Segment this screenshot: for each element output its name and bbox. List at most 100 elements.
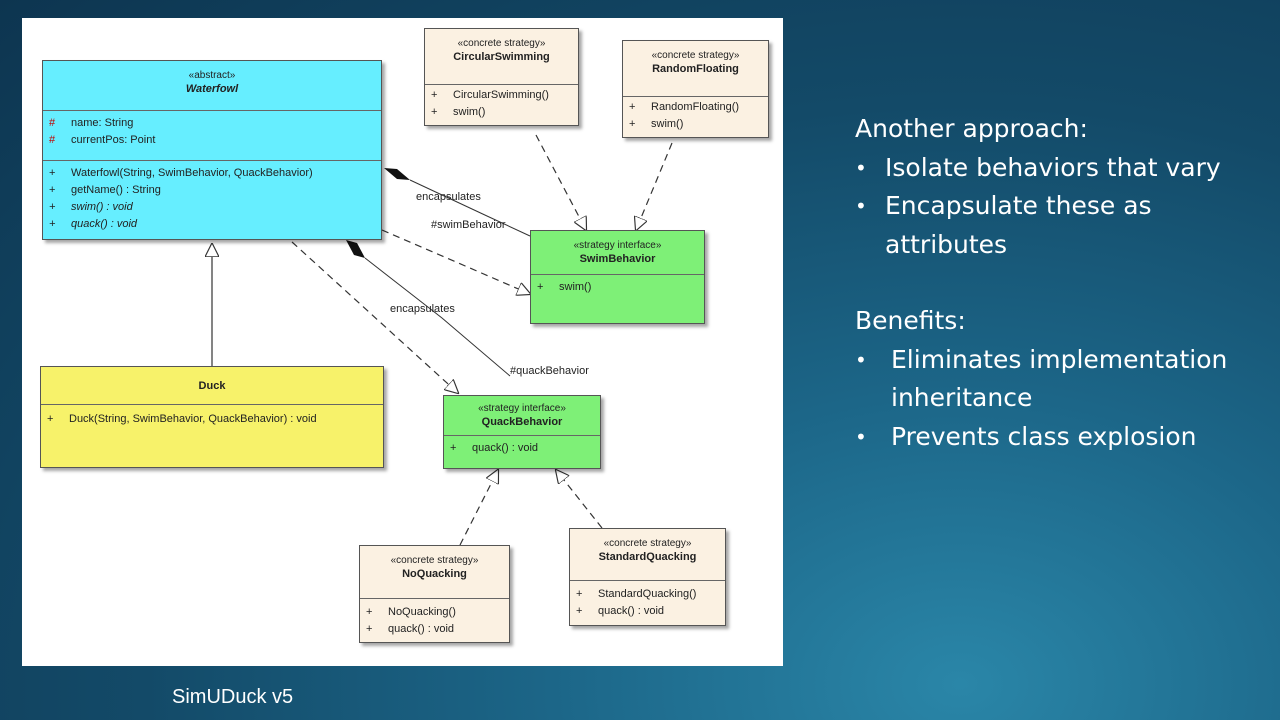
operation-text: StandardQuacking(): [598, 588, 697, 600]
operation-text: swim(): [651, 118, 684, 130]
visibility-marker: +: [49, 184, 56, 196]
uml-diagram-panel: encapsulates #swimBehavior encapsulates …: [22, 18, 783, 666]
class-duck-operations: +Duck(String, SwimBehavior, QuackBehavio…: [41, 405, 383, 432]
visibility-marker: +: [431, 106, 438, 118]
class-random-floating-operations: + RandomFloating() + swim(): [623, 97, 768, 137]
visibility-marker: +: [49, 218, 56, 230]
operation-row: + Waterfowl(String, SwimBehavior, QuackBe…: [49, 165, 375, 182]
class-duck-name: Duck: [198, 380, 226, 392]
label-swim-role: #swimBehavior: [431, 219, 506, 231]
class-swim-behavior-stereotype: «strategy interface»: [573, 240, 662, 251]
visibility-marker: +: [576, 605, 583, 617]
label-encapsulates-swim: encapsulates: [416, 191, 481, 203]
slide-text-block: Another approach: Isolate behaviors that…: [855, 110, 1255, 456]
class-no-quacking-name: NoQuacking: [402, 568, 467, 580]
operation-row: +Duck(String, SwimBehavior, QuackBehavio…: [47, 411, 377, 428]
composition-swim-line: [409, 179, 531, 237]
class-circular-swimming-operations: + CircularSwimming() +swim(): [425, 85, 578, 125]
benefits-heading: Benefits:: [855, 306, 966, 335]
operation-text: RandomFloating(): [651, 101, 740, 113]
visibility-marker: +: [537, 281, 544, 293]
realization-waterfowl-quack: [291, 241, 458, 393]
class-duck-header: Duck: [41, 367, 383, 405]
class-swim-behavior-operations: + swim(): [531, 275, 704, 300]
operation-text: Waterfowl(String, SwimBehavior, QuackBeh…: [71, 167, 313, 179]
composition-quack-line: [364, 257, 511, 377]
benefit-item: Eliminates implementation inheritance: [855, 341, 1255, 418]
operation-row: + RandomFloating(): [629, 99, 762, 116]
operation-row: + quack() : void: [49, 216, 375, 233]
class-circular-swimming-header: «concrete strategy» CircularSwimming: [425, 29, 578, 85]
visibility-marker: +: [629, 118, 636, 130]
realization-random-floating: [636, 142, 673, 230]
class-quack-behavior-name: QuackBehavior: [481, 416, 563, 428]
operation-row: +swim(): [431, 104, 572, 121]
spacer: [855, 264, 1255, 302]
approach-list: Isolate behaviors that vary Encapsulate …: [855, 149, 1255, 265]
visibility-marker: +: [629, 101, 636, 113]
class-swim-behavior-header: «strategy interface» SwimBehavior: [531, 231, 704, 275]
class-circular-swimming-name: CircularSwimming: [453, 51, 550, 63]
visibility-marker: +: [450, 442, 457, 454]
operation-text: quack() : void: [71, 218, 138, 230]
label-quack-role: #quackBehavior: [510, 365, 589, 377]
class-waterfowl-operations: + Waterfowl(String, SwimBehavior, QuackBe…: [43, 161, 381, 237]
class-standard-quacking[interactable]: «concrete strategy» StandardQuacking +St…: [569, 528, 726, 626]
class-circular-swimming-stereotype: «concrete strategy»: [457, 38, 546, 49]
class-no-quacking[interactable]: «concrete strategy» NoQuacking + NoQuacki…: [359, 545, 510, 643]
visibility-marker: #: [49, 134, 56, 146]
operation-row: + swim() : void: [49, 199, 375, 216]
slide-caption: SimUDuck v5: [172, 686, 294, 708]
realization-waterfowl-swim: [381, 229, 530, 294]
class-random-floating-stereotype: «concrete strategy»: [651, 50, 740, 61]
visibility-marker: #: [49, 117, 56, 129]
visibility-marker: +: [366, 623, 373, 635]
operation-row: + quack() : void: [576, 603, 719, 620]
class-standard-quacking-operations: +StandardQuacking() + quack() : void: [570, 581, 725, 624]
operation-text: NoQuacking(): [388, 606, 456, 618]
class-circular-swimming[interactable]: «concrete strategy» CircularSwimming + Ci…: [424, 28, 579, 126]
class-quack-behavior-operations: +quack() : void: [444, 436, 600, 461]
class-no-quacking-header: «concrete strategy» NoQuacking: [360, 546, 509, 599]
visibility-marker: +: [366, 606, 373, 618]
class-swim-behavior[interactable]: «strategy interface» SwimBehavior + swim(…: [530, 230, 705, 324]
operation-row: + quack() : void: [366, 621, 503, 638]
operation-row: +quack() : void: [450, 440, 594, 457]
operation-row: + getName() : String: [49, 182, 375, 199]
benefits-list: Eliminates implementation inheritance Pr…: [855, 341, 1255, 457]
class-waterfowl-name: Waterfowl: [185, 83, 239, 95]
class-no-quacking-operations: + NoQuacking() + quack() : void: [360, 599, 509, 642]
operation-text: quack() : void: [388, 623, 455, 635]
label-encapsulates-quack: encapsulates: [390, 303, 455, 315]
operation-text: getName() : String: [71, 184, 161, 196]
approach-heading: Another approach:: [855, 114, 1088, 143]
class-standard-quacking-header: «concrete strategy» StandardQuacking: [570, 529, 725, 581]
realization-standard-quacking: [556, 470, 603, 529]
class-no-quacking-stereotype: «concrete strategy»: [390, 555, 479, 566]
class-quack-behavior-header: «strategy interface» QuackBehavior: [444, 396, 600, 436]
class-swim-behavior-name: SwimBehavior: [579, 253, 656, 265]
operation-text: CircularSwimming(): [453, 89, 549, 101]
diagram-connectors: encapsulates #swimBehavior encapsulates …: [22, 134, 673, 546]
class-random-floating[interactable]: «concrete strategy» RandomFloating +Rand…: [622, 40, 769, 138]
operation-text: swim() : void: [71, 201, 133, 213]
visibility-marker: +: [49, 201, 56, 213]
class-duck[interactable]: Duck +Duck(String, SwimBehavior, QuackBe…: [40, 366, 384, 468]
composition-swim-diamond: [384, 168, 410, 180]
class-standard-quacking-name: StandardQuacking: [598, 551, 697, 563]
class-waterfowl[interactable]: «abstract» Waterfowl #name: String #curr…: [42, 60, 382, 240]
class-waterfowl-stereotype: «abstract»: [188, 70, 236, 81]
approach-item: Isolate behaviors that vary: [855, 149, 1255, 188]
class-quack-behavior[interactable]: «strategy interface» QuackBehavior +quac…: [443, 395, 601, 469]
class-waterfowl-header: «abstract» Waterfowl: [43, 61, 381, 111]
operation-text: swim(): [559, 281, 592, 293]
composition-quack-diamond: [346, 240, 365, 258]
realization-no-quacking: [459, 470, 498, 546]
operation-text: quack() : void: [598, 605, 665, 617]
operation-row: +StandardQuacking(): [576, 586, 719, 603]
realization-circular-swimming: [535, 134, 586, 230]
visibility-marker: +: [49, 167, 56, 179]
operation-text: Duck(String, SwimBehavior, QuackBehavior…: [69, 413, 317, 425]
operation-row: + NoQuacking(): [366, 604, 503, 621]
attribute-text: currentPos: Point: [71, 134, 156, 146]
